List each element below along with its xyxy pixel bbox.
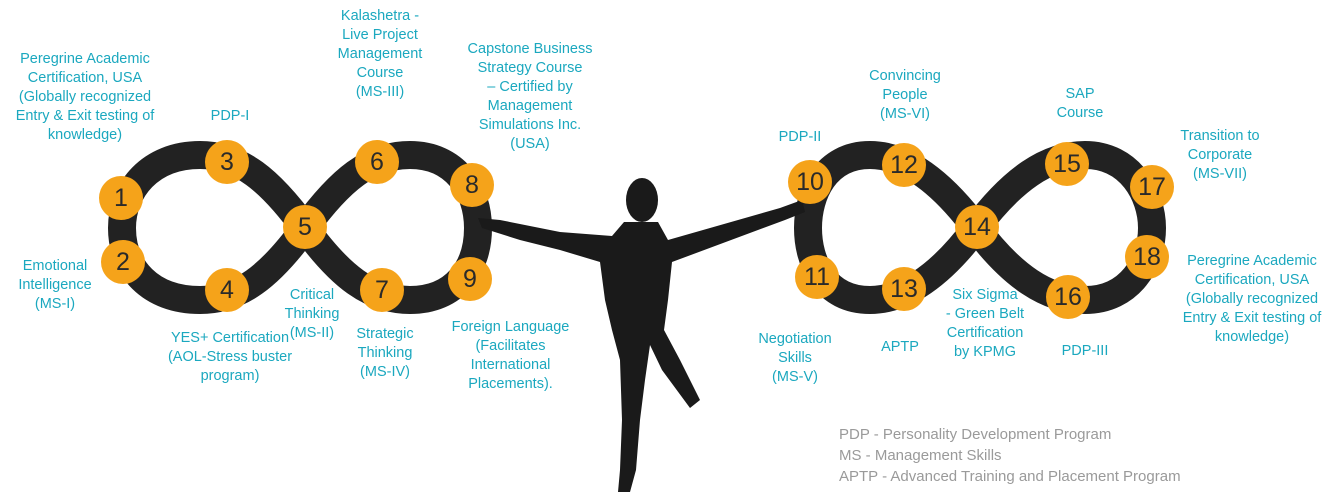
step-label: SAP Course bbox=[1056, 86, 1104, 121]
step-label: YES+ Certification (AOL-Stress buster pr… bbox=[167, 330, 293, 384]
step-node: 5 bbox=[283, 205, 327, 249]
step-node: 7 bbox=[360, 268, 404, 312]
step-node: 14 bbox=[955, 205, 999, 249]
step-node: 10 bbox=[788, 160, 832, 204]
step-node: 12 bbox=[882, 143, 926, 187]
step-node: 8 bbox=[450, 163, 494, 207]
step-label: Negotiation Skills (MS-V) bbox=[758, 331, 832, 385]
step-label: Peregrine Academic Certification, USA (G… bbox=[15, 51, 155, 143]
step-label: PDP-III bbox=[1061, 343, 1109, 359]
step-node: 1 bbox=[99, 176, 143, 220]
abbreviation-legend: PDP - Personality Development Program MS… bbox=[839, 424, 1181, 487]
step-label: APTP bbox=[881, 339, 919, 355]
step-label: Emotional Intelligence (MS-I) bbox=[18, 258, 92, 312]
step-label: Convincing People (MS-VI) bbox=[869, 68, 941, 122]
step-node: 13 bbox=[882, 267, 926, 311]
step-label: Peregrine Academic Certification, USA (G… bbox=[1182, 253, 1322, 345]
step-label: Transition to Corporate (MS-VII) bbox=[1180, 128, 1260, 182]
step-node: 17 bbox=[1130, 165, 1174, 209]
legend-item: APTP - Advanced Training and Placement P… bbox=[839, 468, 1181, 485]
step-label: Strategic Thinking (MS-IV) bbox=[356, 326, 414, 380]
step-node: 11 bbox=[795, 255, 839, 299]
step-label: PDP-I bbox=[210, 108, 250, 124]
step-label: PDP-II bbox=[778, 129, 822, 145]
legend-item: PDP - Personality Development Program bbox=[839, 426, 1112, 443]
step-node: 2 bbox=[101, 240, 145, 284]
step-node: 6 bbox=[355, 140, 399, 184]
step-label: Capstone Business Strategy Course – Cert… bbox=[467, 41, 593, 152]
step-node: 4 bbox=[205, 268, 249, 312]
man-silhouette bbox=[478, 178, 805, 492]
step-node: 15 bbox=[1045, 142, 1089, 186]
step-node: 3 bbox=[205, 140, 249, 184]
step-node: 18 bbox=[1125, 235, 1169, 279]
step-label: Kalashetra - Live Project Management Cou… bbox=[337, 8, 423, 100]
step-node: 9 bbox=[448, 257, 492, 301]
step-label: Six Sigma - Green Belt Certification by … bbox=[945, 287, 1025, 360]
step-node: 16 bbox=[1046, 275, 1090, 319]
step-label: Critical Thinking (MS-II) bbox=[284, 287, 340, 341]
legend-item: MS - Management Skills bbox=[839, 447, 1002, 464]
step-label: Foreign Language (Facilitates Internatio… bbox=[451, 319, 570, 392]
